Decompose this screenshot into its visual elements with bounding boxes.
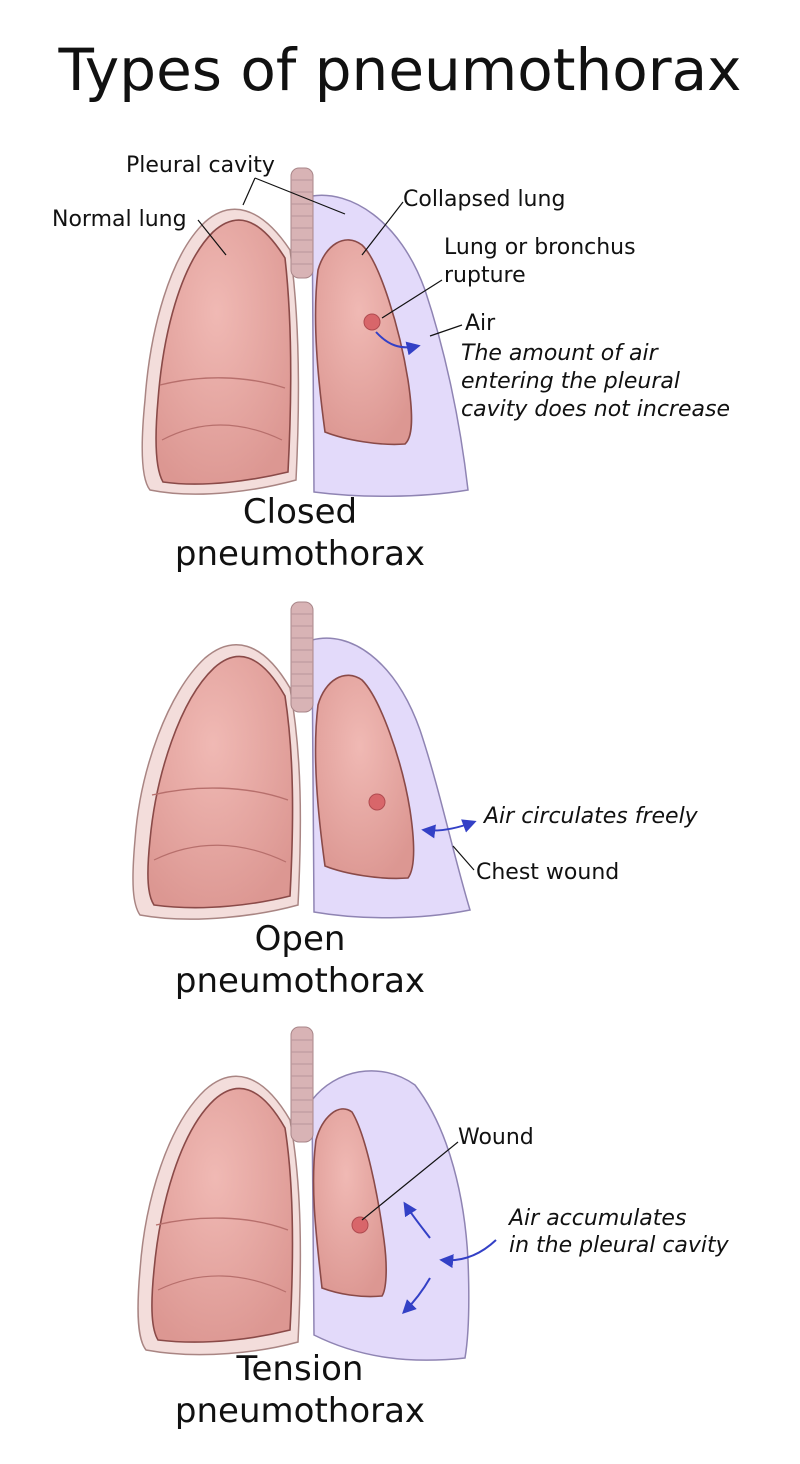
panel-title-line1: Tension xyxy=(236,1349,364,1389)
lung-fissure xyxy=(155,1217,289,1231)
lung-pair-illustration xyxy=(141,167,469,498)
panel-title-line2: pneumothorax xyxy=(175,1391,425,1431)
lung-fissure xyxy=(153,844,287,863)
arrow-icon xyxy=(439,1239,497,1269)
panel-closed: Pleural cavity Normal lung Collapsed lun… xyxy=(52,153,730,574)
panel-title-line2: pneumothorax xyxy=(175,534,425,574)
note-line1: The amount of air xyxy=(461,341,660,366)
label-rupture-line2: rupture xyxy=(444,263,526,288)
collapsed-lung-icon xyxy=(312,1108,387,1298)
collapsed-lung-icon xyxy=(314,674,415,880)
panel-tension: Wound Air accumulates in the pleural cav… xyxy=(137,1026,730,1431)
label-air: Air xyxy=(465,311,496,336)
rupture-spot xyxy=(351,1216,369,1234)
label-normal-lung: Normal lung xyxy=(52,207,187,232)
arrow-icon xyxy=(421,819,477,839)
lung-fissure xyxy=(157,1275,287,1293)
arrow-icon xyxy=(375,331,421,356)
label-air-circulates: Air circulates freely xyxy=(482,804,699,829)
rupture-spot xyxy=(363,313,381,331)
label-accum-line2: in the pleural cavity xyxy=(509,1233,730,1258)
collapsed-lung-icon xyxy=(314,239,413,446)
panel-title-line1: Open xyxy=(255,919,346,959)
note-line2: entering the pleural xyxy=(461,369,680,394)
lung-pair-illustration xyxy=(137,1026,497,1361)
rupture-spot xyxy=(368,793,386,811)
normal-lung-icon xyxy=(155,219,292,485)
normal-lung-icon xyxy=(151,1087,294,1343)
label-chest-wound: Chest wound xyxy=(476,860,619,885)
label-pleural-cavity: Pleural cavity xyxy=(126,153,275,178)
panel-title-line1: Closed xyxy=(243,492,357,532)
trachea-icon xyxy=(290,601,314,713)
label-wound: Wound xyxy=(458,1125,534,1150)
page-title: Types of pneumothorax xyxy=(58,36,742,104)
arrow-icon xyxy=(402,1277,431,1314)
leader-lines xyxy=(452,845,475,871)
lung-fissure xyxy=(151,787,289,801)
panel-open: Air circulates freely Chest wound Open p… xyxy=(132,601,699,1001)
arrow-icon xyxy=(403,1201,431,1239)
label-rupture-line1: Lung or bronchus xyxy=(444,235,636,260)
leader-lines xyxy=(197,177,463,337)
lung-pair-illustration xyxy=(132,601,477,920)
label-collapsed-lung: Collapsed lung xyxy=(403,187,565,212)
trachea-icon xyxy=(290,1026,314,1143)
note-line3: cavity does not increase xyxy=(461,397,730,422)
leader-lines xyxy=(361,1141,459,1221)
lung-fissure xyxy=(161,424,283,441)
lung-fissure xyxy=(159,377,286,389)
trachea-icon xyxy=(290,167,314,279)
panel-title-line2: pneumothorax xyxy=(175,961,425,1001)
normal-lung-icon xyxy=(147,655,294,909)
label-accum-line1: Air accumulates xyxy=(507,1206,686,1231)
